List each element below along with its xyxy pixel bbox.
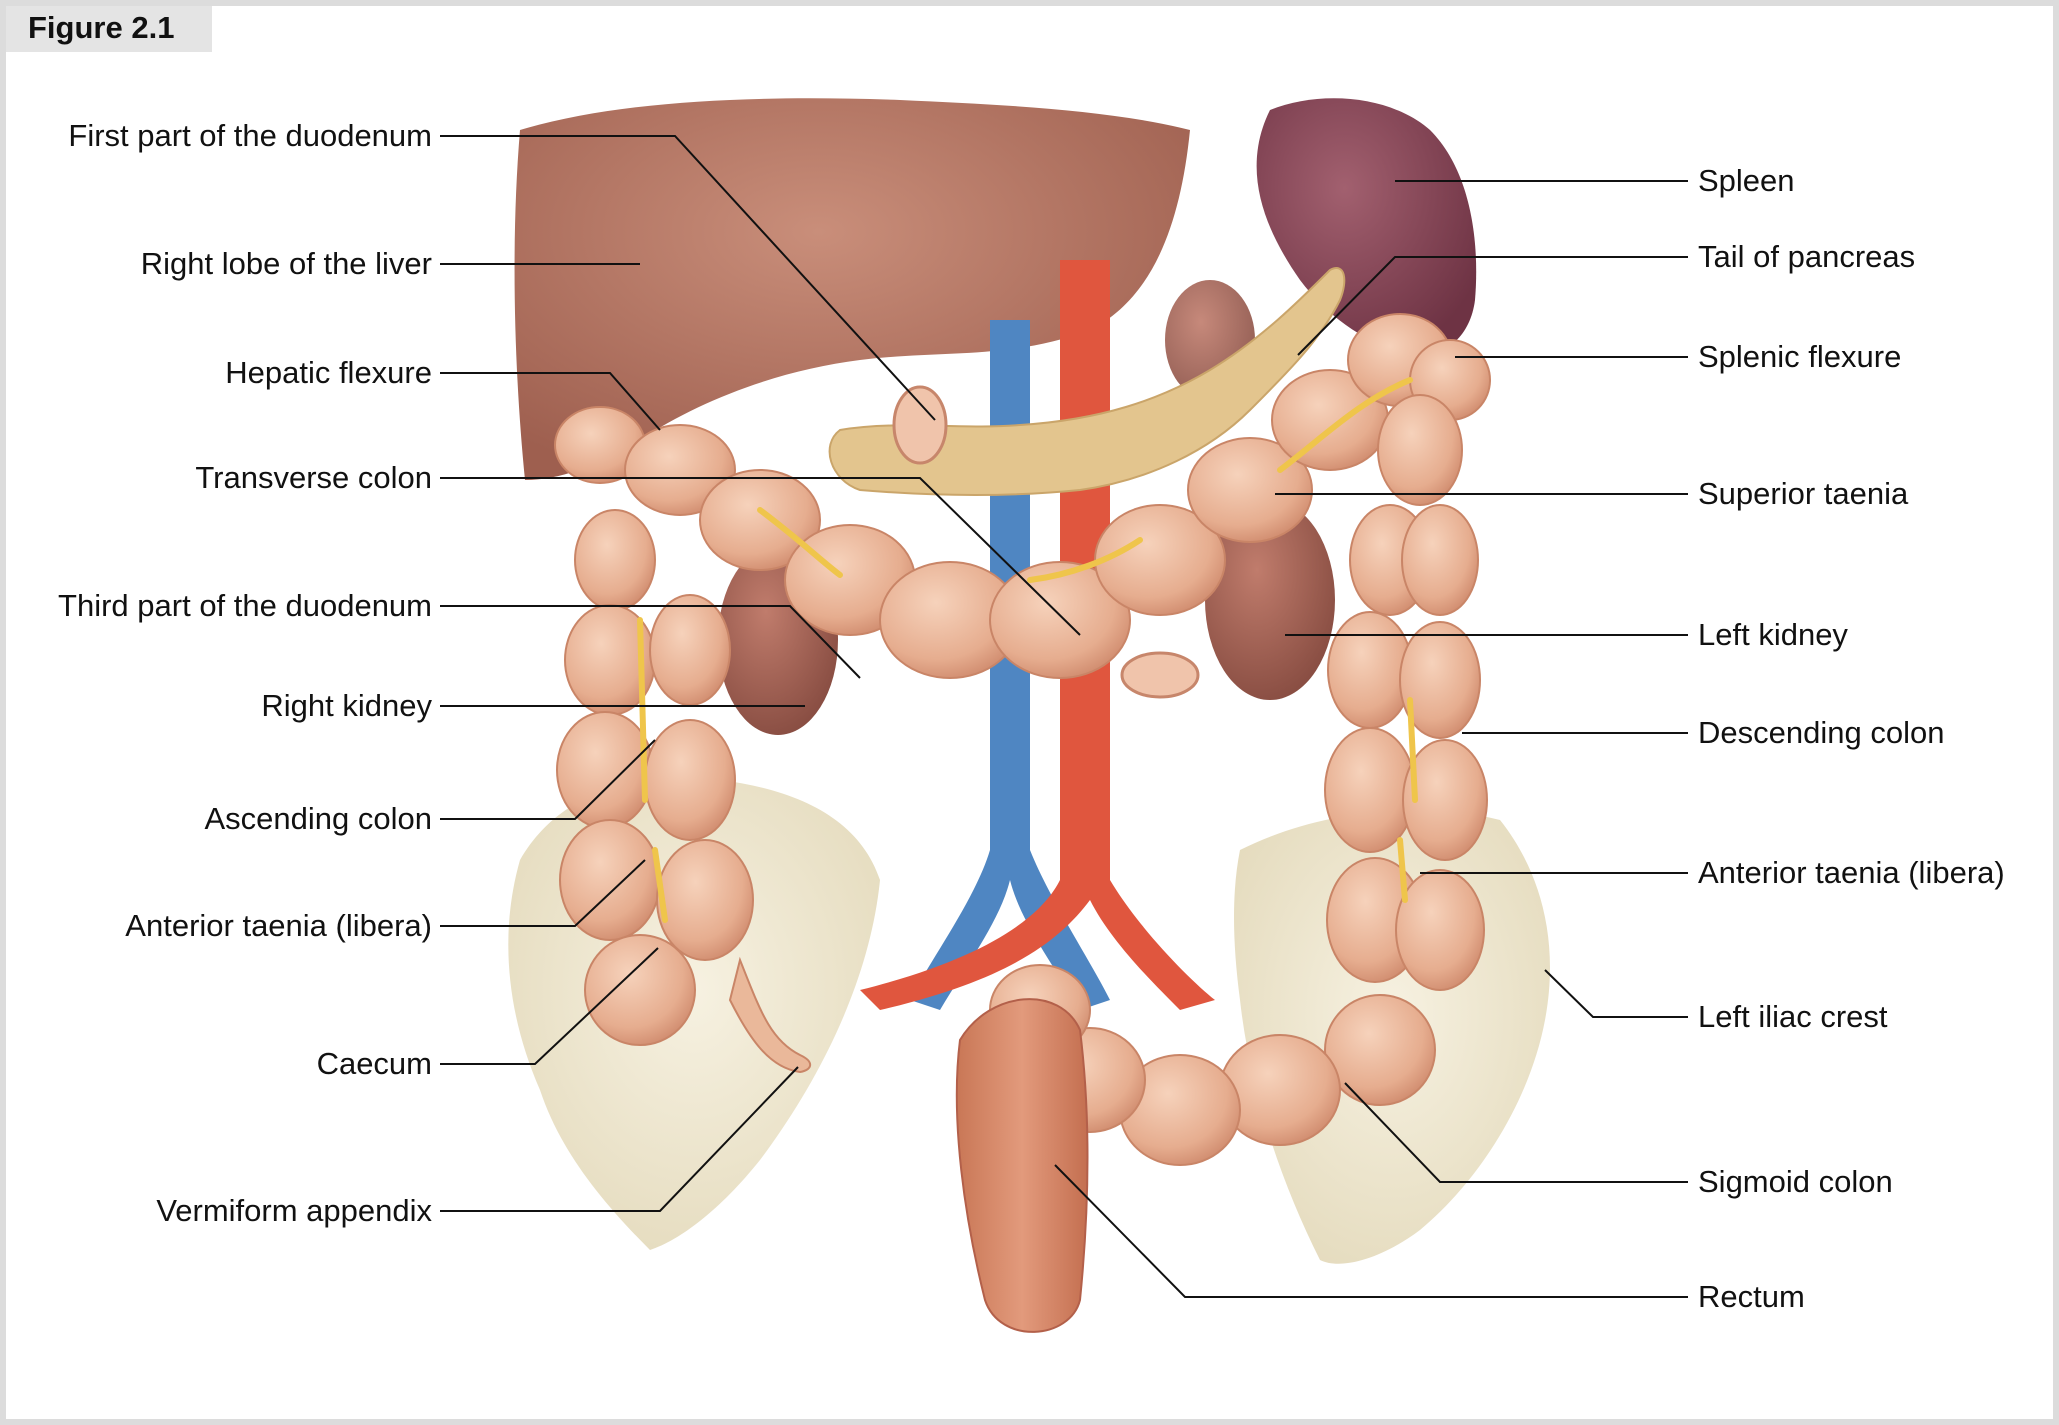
leader-pancreas xyxy=(1297,256,1688,356)
label-splenic-flexure: Splenic flexure xyxy=(1698,339,1902,374)
pancreas xyxy=(828,267,1346,496)
label-superior-taenia: Superior taenia xyxy=(1698,476,1909,511)
label-spleen: Spleen xyxy=(1698,163,1795,198)
vermiform-appendix xyxy=(728,956,812,1074)
leader-first-duodenum xyxy=(440,135,936,421)
rectum xyxy=(955,998,1089,1333)
label-transverse-colon: Transverse colon xyxy=(195,460,432,495)
label-rectum: Rectum xyxy=(1698,1279,1805,1314)
label-hepatic-flexure: Hepatic flexure xyxy=(225,355,432,390)
label-anterior-taenia-right: Anterior taenia (libera) xyxy=(125,908,432,943)
label-vermiform-appendix: Vermiform appendix xyxy=(156,1193,432,1228)
label-left-kidney: Left kidney xyxy=(1698,617,1848,652)
ascending-colon xyxy=(556,509,754,1046)
leader-transverse xyxy=(440,477,1081,636)
figure-label-tab xyxy=(6,6,212,52)
leader-rectum xyxy=(1054,1164,1688,1298)
label-third-part-duodenum: Third part of the duodenum xyxy=(58,588,432,623)
leader-appendix xyxy=(440,1066,799,1212)
first-part-duodenum xyxy=(892,385,948,465)
duodenojejunal-tube xyxy=(1120,651,1200,699)
descending-colon xyxy=(1324,394,1488,991)
label-anterior-taenia-left: Anterior taenia (libera) xyxy=(1698,855,2005,890)
left-kidney xyxy=(1205,500,1335,700)
transverse-colon xyxy=(554,313,1491,679)
leader-third-duodenum xyxy=(440,605,861,679)
leader-sigmoid xyxy=(1344,1082,1688,1183)
leader-caecum xyxy=(440,947,659,1065)
leader-anterior-taenia-right xyxy=(440,859,646,927)
label-ascending-colon: Ascending colon xyxy=(204,801,433,836)
figure-label: Figure 2.1 xyxy=(28,10,175,45)
taeniae xyxy=(637,377,1418,923)
label-descending-colon: Descending colon xyxy=(1698,715,1945,750)
label-right-lobe-liver: Right lobe of the liver xyxy=(140,246,432,281)
label-sigmoid-colon: Sigmoid colon xyxy=(1698,1164,1893,1199)
leader-ascending xyxy=(440,739,656,820)
label-right-kidney: Right kidney xyxy=(261,688,432,723)
label-first-part-duodenum: First part of the duodenum xyxy=(68,118,432,153)
label-tail-of-pancreas: Tail of pancreas xyxy=(1698,239,1916,274)
inferior-vena-cava xyxy=(910,320,1110,1010)
label-left-iliac-crest: Left iliac crest xyxy=(1698,999,1888,1034)
leader-lines xyxy=(440,135,1688,1298)
leader-iliac xyxy=(1544,969,1688,1018)
right-lobe-of-liver xyxy=(514,98,1190,480)
leader-hepatic xyxy=(440,372,661,431)
label-caecum: Caecum xyxy=(316,1046,432,1081)
